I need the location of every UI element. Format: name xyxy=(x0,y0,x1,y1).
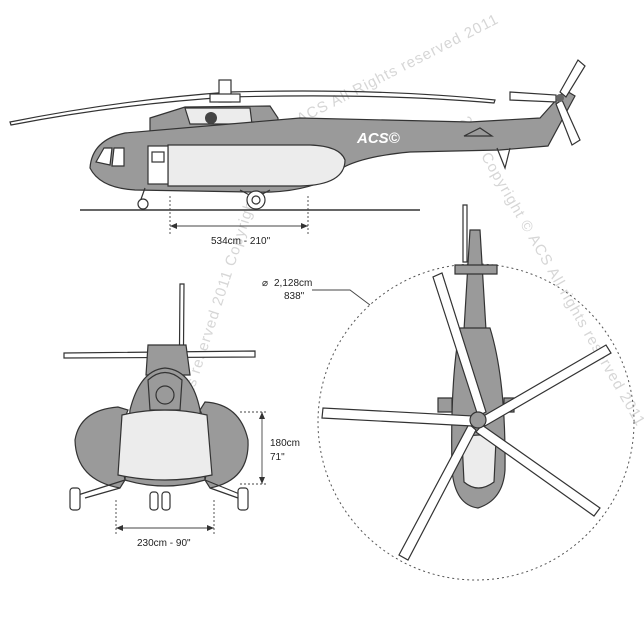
top-stabilizer xyxy=(454,264,498,275)
top-leader-line xyxy=(312,289,371,306)
side-cabin-panel xyxy=(167,144,346,187)
top-diameter-symbol: ⌀ xyxy=(262,278,268,289)
side-stabilizer xyxy=(463,127,494,137)
front-view: 180cm 71" 230cm - 90" xyxy=(63,283,300,549)
side-rotor-mast xyxy=(209,93,241,103)
top-tail-rotor xyxy=(462,204,468,263)
side-cockpit-window-1 xyxy=(95,147,113,166)
side-engine-intake xyxy=(184,107,253,125)
front-gear-right xyxy=(204,479,243,499)
side-main-rotor-blade xyxy=(9,90,496,126)
front-width-label: 230cm - 90" xyxy=(137,538,191,549)
side-engine-exhaust xyxy=(205,112,217,124)
side-dim-arrow-left xyxy=(170,223,177,229)
top-rotor-hub xyxy=(469,411,487,429)
top-rotor-label-cm: 2,128cm xyxy=(274,278,312,289)
front-gear-left xyxy=(77,479,126,499)
side-cockpit-window-2 xyxy=(111,147,125,167)
side-tail-strut xyxy=(496,147,511,170)
front-wheel-right xyxy=(237,487,249,511)
side-tail-rotor-blade-down xyxy=(555,99,581,146)
front-width-arrow-left xyxy=(116,525,123,531)
side-length-label: 534cm - 210" xyxy=(211,236,271,247)
front-height-arrow-top xyxy=(259,412,265,419)
front-wheel-left xyxy=(69,487,81,511)
front-height-arrow-bottom xyxy=(259,477,265,484)
top-rotor-blade-3 xyxy=(475,424,601,517)
top-rotor-label-in: 838" xyxy=(284,291,305,302)
side-dim-arrow-right xyxy=(301,223,308,229)
front-nose-wheel-a xyxy=(149,491,159,511)
side-nose-wheel xyxy=(137,198,149,210)
top-sponson-left xyxy=(437,397,453,413)
side-tail-rotor-blade-up xyxy=(559,59,586,98)
side-tail-rotor-blade-left xyxy=(509,91,557,103)
front-width-arrow-right xyxy=(207,525,214,531)
side-main-wheel-hub xyxy=(251,195,261,205)
front-nose-wheel-b xyxy=(161,491,171,511)
side-logo: ACS© xyxy=(356,130,401,147)
front-height-label-cm: 180cm xyxy=(270,438,300,449)
front-engine-top xyxy=(145,344,191,376)
side-view: ACS© 534cm - 210" xyxy=(9,59,586,247)
side-door-window xyxy=(151,151,165,163)
side-tail-rotor-hub xyxy=(556,94,564,102)
top-rotor-disc xyxy=(317,263,635,581)
front-windscreen xyxy=(117,409,213,481)
top-view: ⌀ 2,128cm 838" xyxy=(262,204,635,581)
front-height-label-in: 71" xyxy=(270,452,285,463)
front-nose-circle xyxy=(155,385,175,405)
